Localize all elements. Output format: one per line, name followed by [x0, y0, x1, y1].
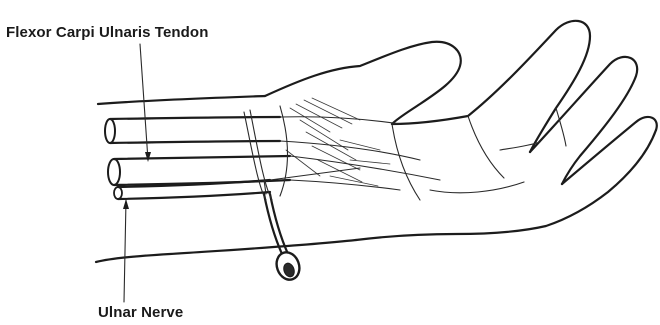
- upper-tendon: [105, 117, 420, 160]
- ulnar-nerve-label: Ulnar Nerve: [98, 305, 183, 320]
- leader-lines: [123, 44, 151, 302]
- ulnar-leader-line: [124, 200, 126, 302]
- flexor-carpi-ulnaris-label: Flexor Carpi Ulnaris Tendon: [6, 25, 208, 40]
- fcu-leader-arrowhead: [145, 152, 151, 162]
- ulnar-leader-arrowhead: [123, 199, 129, 209]
- wrist-crease-lines: [244, 106, 288, 200]
